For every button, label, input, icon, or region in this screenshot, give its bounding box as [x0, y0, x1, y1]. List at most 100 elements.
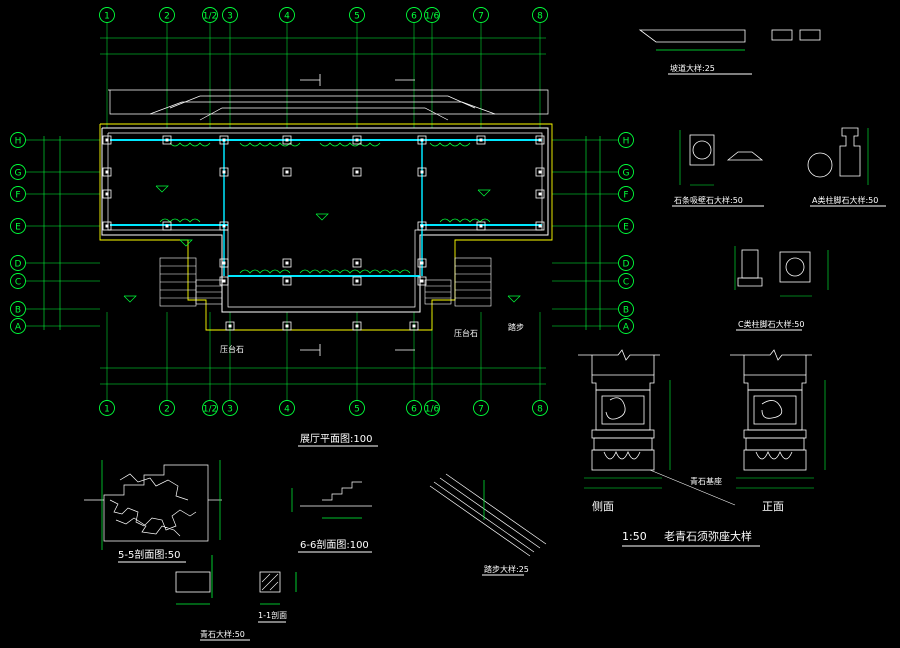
column-marker: [352, 258, 362, 268]
column-marker: [219, 135, 229, 145]
column-marker: [409, 321, 419, 331]
axis-label-col: 2: [164, 12, 170, 22]
column-marker: [417, 221, 427, 231]
column-core: [538, 170, 542, 174]
rubble-hatch: [109, 473, 197, 537]
column-marker: [219, 258, 229, 268]
column-marker: [102, 167, 112, 177]
axis-label-row: C: [15, 278, 21, 288]
axis-label-col: 3: [227, 405, 233, 415]
axis-label-row: B: [15, 306, 21, 316]
axis-bubble-row-left: [10, 318, 26, 334]
axis-bubble-row-right: [618, 186, 634, 202]
axis-bubble-col-bottom: [159, 400, 175, 416]
column-core: [355, 324, 359, 328]
axis-bubble-col-top: [473, 7, 489, 23]
column-marker: [476, 135, 486, 145]
column-core: [479, 138, 483, 142]
column-core: [285, 279, 289, 283]
column-marker: [162, 135, 172, 145]
axis-label-row: F: [15, 191, 20, 201]
axis-label-col: 4: [284, 12, 290, 22]
detail-6-6-title: 6-6剖面图:100: [300, 538, 369, 551]
detail-base-1-title: 石条吸壁石大样:50: [674, 195, 743, 205]
column-core: [222, 261, 226, 265]
axis-label-col: 7: [478, 405, 484, 415]
axis-label-col: 7: [478, 12, 484, 22]
column-core: [105, 138, 109, 142]
plan-label-step: 踏步: [508, 322, 524, 332]
column-marker: [417, 258, 427, 268]
axis-label-col: 3: [227, 12, 233, 22]
axis-bubble-row-right: [618, 318, 634, 334]
axis-bubble-col-top: [532, 7, 548, 23]
column-core: [222, 279, 226, 283]
column-core: [285, 261, 289, 265]
column-core: [420, 224, 424, 228]
plan-title: 展厅平面图:100: [300, 433, 372, 445]
axis-label-col: 4: [284, 405, 290, 415]
column-core: [420, 261, 424, 265]
detail-base-3-title: C类柱脚石大样:50: [738, 319, 804, 329]
column-marker: [219, 276, 229, 286]
axis-bubble-row-left: [10, 273, 26, 289]
column-marker: [535, 135, 545, 145]
axis-label-col: 5: [354, 12, 360, 22]
axis-label-row: A: [15, 323, 22, 333]
column-core: [285, 138, 289, 142]
axis-label-row: E: [623, 223, 629, 233]
column-marker: [417, 276, 427, 286]
axis-label-row: D: [15, 260, 22, 270]
window-arcs-bottom: [239, 269, 411, 274]
axis-label-row: F: [623, 191, 628, 201]
column-marker: [352, 167, 362, 177]
column-marker: [282, 276, 292, 286]
column-core: [355, 261, 359, 265]
axis-label-row: C: [623, 278, 629, 288]
column-core: [538, 138, 542, 142]
axis-bubble-col-bottom: [222, 400, 238, 416]
detail-stone-title: 青石大样:50: [200, 629, 245, 639]
plinth-title: 老青石须弥座大样: [664, 529, 752, 543]
column-core: [105, 192, 109, 196]
column-core: [420, 279, 424, 283]
plinth-dims: [584, 380, 826, 506]
ramp-detail: [429, 473, 547, 557]
stair-center-right: [424, 279, 452, 305]
plinth-breaks: [578, 349, 812, 361]
title-underlines: [118, 73, 886, 641]
plinth-front: [743, 355, 807, 471]
plinth-base-label: 青石基座: [690, 476, 722, 486]
column-core: [479, 224, 483, 228]
columns-layer: [102, 135, 545, 331]
column-marker: [219, 167, 229, 177]
stair-right: [454, 257, 492, 307]
column-marker: [282, 167, 292, 177]
floor-plan: [99, 74, 553, 356]
plan-outline-inner: [107, 132, 543, 308]
column-marker: [352, 135, 362, 145]
window-arcs-top: [169, 142, 471, 147]
column-core: [285, 324, 289, 328]
axis-bubble-col-top: [424, 7, 440, 23]
axis-label-row: A: [623, 323, 630, 333]
axis-bubble-row-right: [618, 255, 634, 271]
roof-step-2: [149, 101, 496, 115]
axis-bubble-col-top: [99, 7, 115, 23]
axis-bubble-col-bottom: [202, 400, 218, 416]
column-core: [355, 138, 359, 142]
axis-bubble-row-left: [10, 132, 26, 148]
column-marker: [417, 167, 427, 177]
column-core: [222, 138, 226, 142]
axis-label-row: H: [15, 137, 22, 147]
column-marker: [102, 135, 112, 145]
column-marker: [225, 321, 235, 331]
column-core: [222, 224, 226, 228]
axis-bubble-col-top: [349, 7, 365, 23]
column-marker: [476, 221, 486, 231]
detail-ramp-title: 踏步大样:25: [484, 564, 529, 574]
axis-bubble-col-top: [279, 7, 295, 23]
axis-bubble-row-left: [10, 186, 26, 202]
